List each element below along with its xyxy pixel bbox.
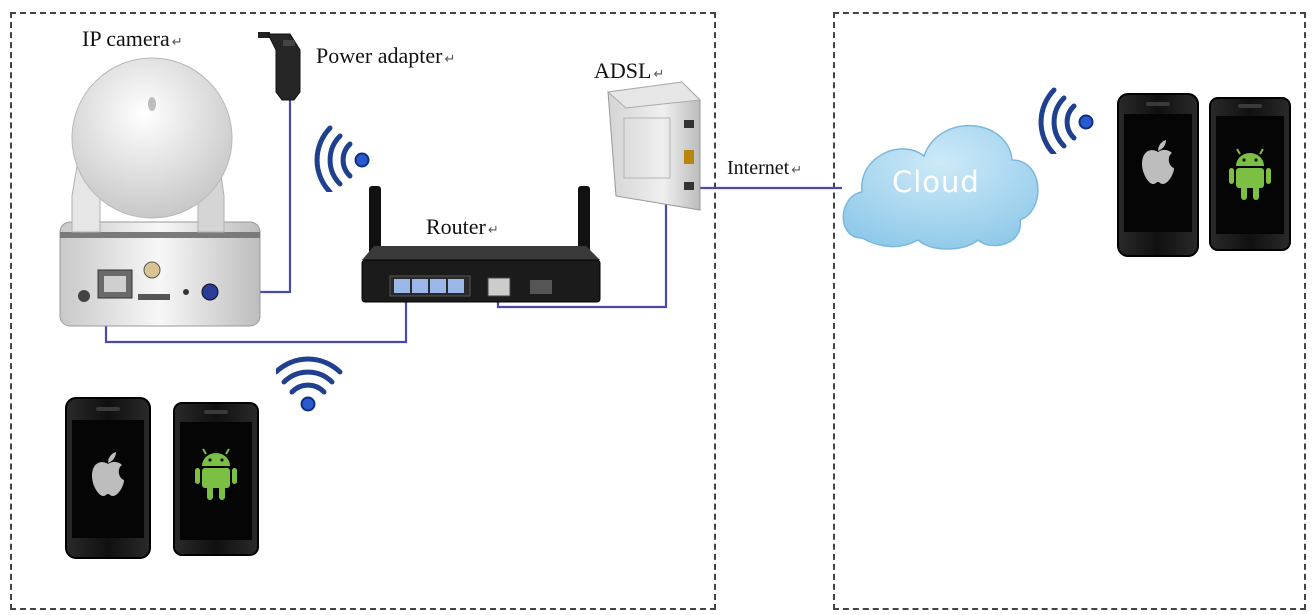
- internet-label-text: Internet: [727, 157, 790, 179]
- adsl-modem-icon: [606, 81, 702, 211]
- wifi-icon-local-phones: [276, 359, 340, 410]
- wifi-icon-remote: [1041, 90, 1092, 154]
- adsl-label-text: ADSL: [594, 58, 652, 83]
- return-mark: ↵: [444, 51, 456, 66]
- local-network-panel: [10, 12, 716, 610]
- camera-icon: [59, 57, 261, 327]
- router-icon: [361, 186, 601, 303]
- router-label: Router↵: [426, 216, 499, 238]
- power-adapter-label: Power adapter↵: [316, 45, 455, 67]
- return-mark: ↵: [791, 162, 803, 177]
- cloud-label: Cloud: [892, 165, 980, 199]
- return-mark: ↵: [171, 34, 183, 49]
- ip-camera-label: IP camera↵: [82, 28, 183, 50]
- power-adapter-icon: [258, 32, 301, 101]
- router-label-text: Router: [426, 214, 486, 239]
- wifi-icon-camera: [317, 128, 368, 192]
- return-mark: ↵: [653, 66, 665, 81]
- apple-phone-icon: [65, 397, 151, 559]
- power-adapter-label-text: Power adapter: [316, 43, 443, 68]
- remote-access-panel: [833, 12, 1306, 610]
- android-phone-icon: [173, 402, 259, 556]
- internet-label: Internet↵: [727, 158, 802, 178]
- cloud-icon: [842, 124, 1039, 250]
- android-phone-icon-remote: [1209, 97, 1291, 251]
- ip-camera-label-text: IP camera: [82, 26, 170, 51]
- return-mark: ↵: [487, 222, 499, 237]
- apple-phone-icon-remote: [1117, 93, 1199, 257]
- adsl-label: ADSL↵: [594, 60, 664, 82]
